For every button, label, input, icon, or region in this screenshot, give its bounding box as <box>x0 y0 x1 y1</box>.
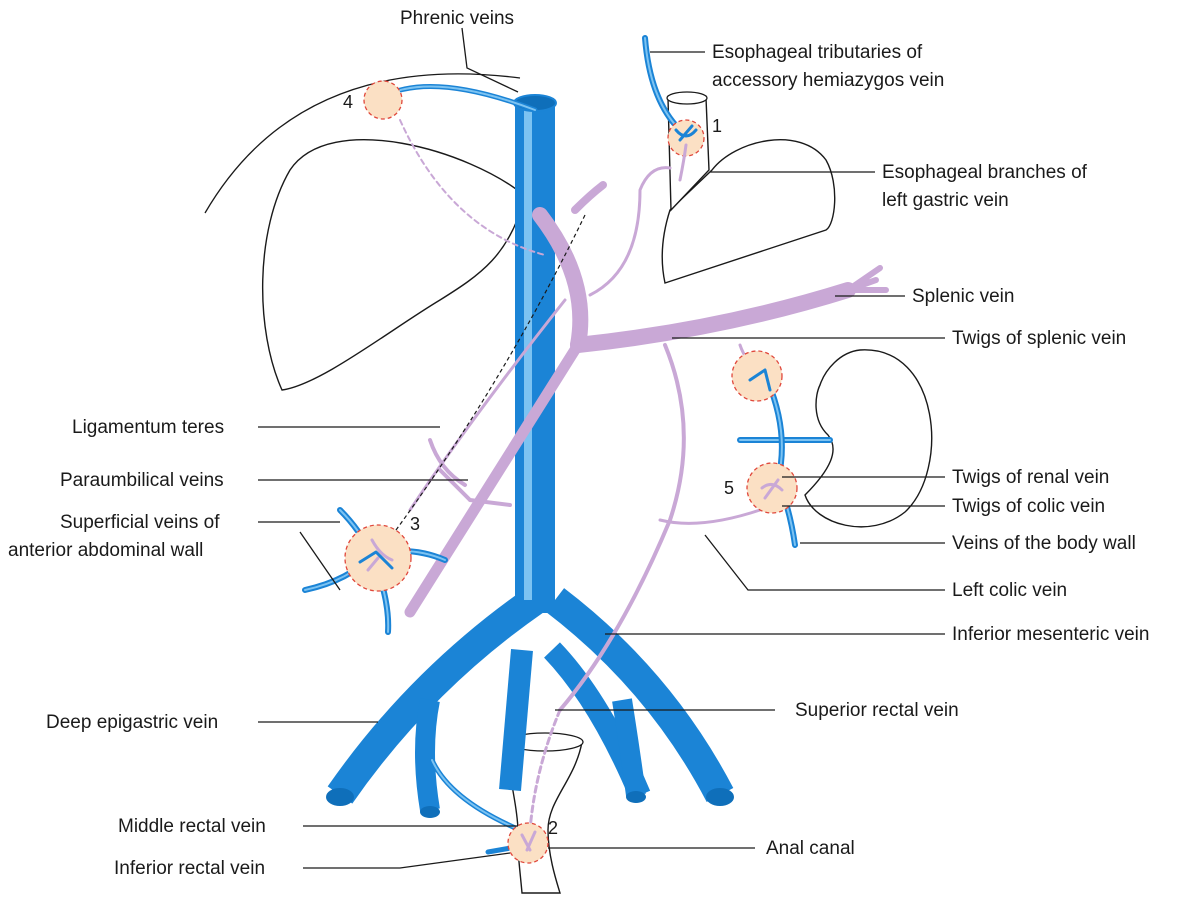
label-esophageal-tributaries-line2: accessory hemiazygos vein <box>712 70 944 91</box>
label-twigs-colic: Twigs of colic vein <box>952 496 1105 517</box>
liver-outline <box>263 140 525 390</box>
label-esophageal-branches-line1: Esophageal branches of <box>882 162 1088 183</box>
site-number-2: 2 <box>548 818 558 838</box>
label-left-colic-vein: Left colic vein <box>952 580 1067 601</box>
label-inferior-mesenteric-vein: Inferior mesenteric vein <box>952 624 1149 645</box>
label-superficial-veins-line2: anterior abdominal wall <box>8 540 203 561</box>
esophagus-opening <box>667 92 707 104</box>
site-number-5: 5 <box>724 478 734 498</box>
label-phrenic-veins: Phrenic veins <box>400 8 514 29</box>
label-superior-rectal-vein: Superior rectal vein <box>795 700 959 721</box>
label-esophageal-branches-line2: left gastric vein <box>882 190 1009 211</box>
site-number-1: 1 <box>712 116 722 136</box>
label-deep-epigastric-vein: Deep epigastric vein <box>46 712 218 733</box>
label-twigs-splenic: Twigs of splenic vein <box>952 328 1126 349</box>
label-veins-body-wall: Veins of the body wall <box>952 533 1136 554</box>
anastomosis-site-2 <box>508 823 548 863</box>
label-anal-canal: Anal canal <box>766 838 855 859</box>
label-splenic-vein: Splenic vein <box>912 286 1014 307</box>
label-inferior-rectal-vein: Inferior rectal vein <box>114 858 265 879</box>
anastomosis-site-4 <box>364 81 402 119</box>
site-number-3: 3 <box>410 514 420 534</box>
label-paraumbilical-veins: Paraumbilical veins <box>60 470 224 491</box>
label-ligamentum-teres: Ligamentum teres <box>72 417 224 438</box>
label-superficial-veins-line1: Superficial veins of <box>60 512 220 533</box>
label-esophageal-tributaries-line1: Esophageal tributaries of <box>712 42 923 63</box>
label-middle-rectal-vein: Middle rectal vein <box>118 816 266 837</box>
site-number-4: 4 <box>343 92 353 112</box>
label-twigs-renal: Twigs of renal vein <box>952 467 1109 488</box>
